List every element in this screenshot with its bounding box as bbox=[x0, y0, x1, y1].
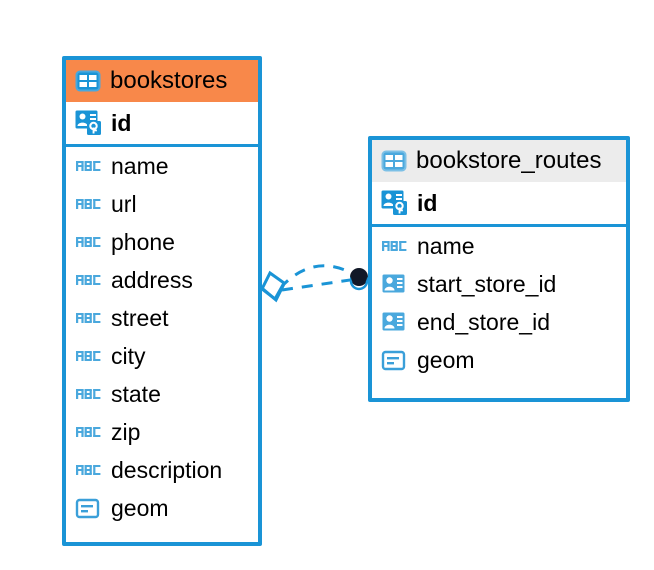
field-label: city bbox=[111, 342, 146, 369]
field-label: address bbox=[111, 266, 193, 293]
field-label: url bbox=[111, 190, 137, 217]
diamond-marker bbox=[260, 270, 286, 303]
field-row[interactable]: description bbox=[66, 451, 258, 489]
field-label: start_store_id bbox=[417, 270, 557, 297]
filled-circle-marker-ring bbox=[349, 271, 369, 291]
foreign-key-icon bbox=[382, 274, 405, 293]
abc-text-icon bbox=[76, 465, 101, 475]
field-label: zip bbox=[111, 418, 141, 445]
field-row[interactable]: street bbox=[66, 299, 258, 337]
field-row[interactable]: phone bbox=[66, 223, 258, 261]
field-row[interactable]: id bbox=[66, 102, 258, 147]
field-label: state bbox=[111, 380, 161, 407]
field-row[interactable]: state bbox=[66, 375, 258, 413]
field-label: geom bbox=[417, 346, 475, 373]
relationship-line-lower bbox=[281, 277, 358, 292]
field-label: end_store_id bbox=[417, 308, 550, 335]
entity-table-bookstore-routes[interactable]: bookstore_routes id bbox=[368, 136, 630, 402]
entity-header[interactable]: bookstores bbox=[66, 60, 258, 102]
field-row[interactable]: id bbox=[372, 182, 626, 227]
geometry-icon bbox=[75, 498, 100, 519]
field-row[interactable]: zip bbox=[66, 413, 258, 451]
field-row[interactable]: geom bbox=[372, 341, 626, 379]
field-row[interactable]: name bbox=[372, 227, 626, 265]
abc-text-icon bbox=[76, 427, 101, 437]
field-label: phone bbox=[111, 228, 175, 255]
field-row[interactable]: url bbox=[66, 185, 258, 223]
geometry-icon bbox=[381, 350, 406, 371]
field-label: id bbox=[417, 189, 438, 216]
field-label: id bbox=[111, 109, 132, 136]
abc-text-icon bbox=[76, 199, 101, 209]
primary-key-icon bbox=[381, 190, 407, 215]
filled-circle-marker bbox=[350, 268, 368, 286]
field-label: geom bbox=[111, 494, 169, 521]
field-row[interactable]: start_store_id bbox=[372, 265, 626, 303]
field-label: name bbox=[417, 232, 475, 259]
abc-text-icon bbox=[382, 241, 407, 251]
entity-title: bookstore_routes bbox=[416, 146, 602, 174]
abc-text-icon bbox=[76, 351, 101, 361]
filled-circle-marker-core bbox=[351, 269, 367, 285]
field-label: name bbox=[111, 152, 169, 179]
abc-text-icon bbox=[76, 313, 101, 323]
abc-text-icon bbox=[76, 275, 101, 285]
field-row[interactable]: end_store_id bbox=[372, 303, 626, 341]
relationship-line-upper bbox=[278, 264, 359, 290]
field-row[interactable]: address bbox=[66, 261, 258, 299]
table-icon bbox=[381, 150, 407, 171]
abc-text-icon bbox=[76, 389, 101, 399]
foreign-key-icon bbox=[382, 312, 405, 331]
field-row[interactable]: name bbox=[66, 147, 258, 185]
abc-text-icon bbox=[76, 237, 101, 247]
abc-text-icon bbox=[76, 161, 101, 171]
primary-key-icon bbox=[75, 110, 101, 135]
entity-title: bookstores bbox=[110, 66, 228, 94]
entity-table-bookstores[interactable]: bookstores id bbox=[62, 56, 262, 546]
entity-header[interactable]: bookstore_routes bbox=[372, 140, 626, 182]
field-row[interactable]: geom bbox=[66, 489, 258, 527]
field-label: description bbox=[111, 456, 223, 483]
field-row[interactable]: city bbox=[66, 337, 258, 375]
table-icon bbox=[75, 70, 101, 91]
field-label: street bbox=[111, 304, 169, 331]
